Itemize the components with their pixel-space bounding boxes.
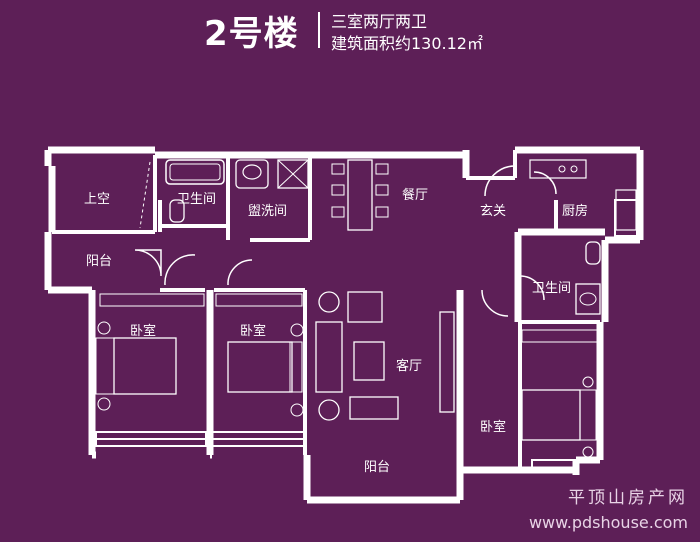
room-label-upper-void: 上空 (84, 192, 111, 207)
room-label-bedroom-2: 卧室 (240, 324, 267, 339)
room-label-bathroom-2: 卫生间 (532, 281, 572, 296)
room-label-bathroom-1: 卫生间 (177, 192, 217, 207)
layout-type: 三室两厅两卫 (331, 12, 428, 31)
room-label-kitchen: 厨房 (562, 204, 589, 219)
watermark-site-name: 平顶山房产网 (568, 488, 688, 508)
room-label-balcony-2: 阳台 (364, 460, 391, 475)
building-number: 2号楼 (204, 14, 299, 54)
room-label-bedroom-1: 卧室 (130, 324, 157, 339)
header-divider (318, 12, 320, 48)
room-label-washroom: 盥洗间 (248, 204, 288, 219)
floor-area: 建筑面积约130.12㎡ (331, 34, 483, 53)
header: 2号楼 三室两厅两卫 建筑面积约130.12㎡ (0, 0, 700, 60)
room-label-balcony-1: 阳台 (86, 254, 113, 269)
room-label-dining: 餐厅 (402, 188, 429, 203)
room-label-entrance: 玄关 (480, 204, 507, 219)
room-label-bedroom-3: 卧室 (480, 420, 507, 435)
room-label-living: 客厅 (396, 359, 423, 374)
watermark-url: www.pdshouse.com (528, 513, 688, 532)
